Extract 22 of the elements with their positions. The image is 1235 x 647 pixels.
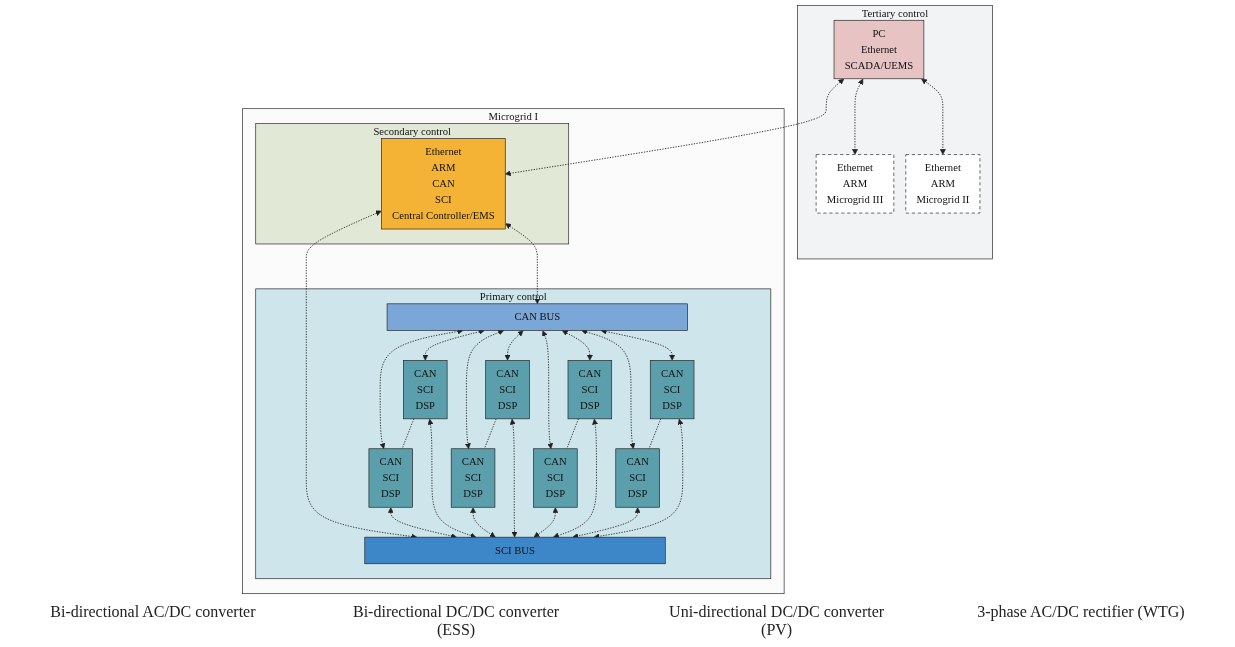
node-box: CAN SCI DSP <box>649 360 695 420</box>
node-box: CAN SCI DSP <box>567 360 613 420</box>
node-box: Ethernet ARM Microgrid III <box>815 154 895 214</box>
connector <box>566 418 579 450</box>
node-box: CAN SCI DSP <box>615 448 660 508</box>
node-box: CAN SCI DSP <box>450 448 496 508</box>
node-box: CAN SCI DSP <box>485 360 530 420</box>
node-box: CAN SCI DSP <box>403 360 448 420</box>
node-box: CAN BUS <box>386 303 688 331</box>
node-box: CAN SCI DSP <box>533 448 578 508</box>
connector <box>401 418 415 450</box>
node-box: PC Ethernet SCADA/UEMS <box>833 19 925 80</box>
converter-caption: Bi-directional DC/DC converter (ESS) <box>352 603 561 639</box>
converter-caption: Uni-directional DC/DC converter (PV) <box>668 603 886 639</box>
node-box: Ethernet ARM CAN SCI Central Controller/EMS <box>381 138 506 230</box>
node-box: SCI BUS <box>364 536 666 565</box>
node-box: Ethernet ARM Microgrid II <box>905 154 981 214</box>
converter-caption: 3-phase AC/DC rectifier (WTG) <box>977 603 1185 623</box>
node-box: CAN SCI DSP <box>368 448 413 508</box>
connector <box>648 418 662 450</box>
converter-caption: Bi-directional AC/DC converter <box>50 603 256 622</box>
connector <box>484 418 497 450</box>
